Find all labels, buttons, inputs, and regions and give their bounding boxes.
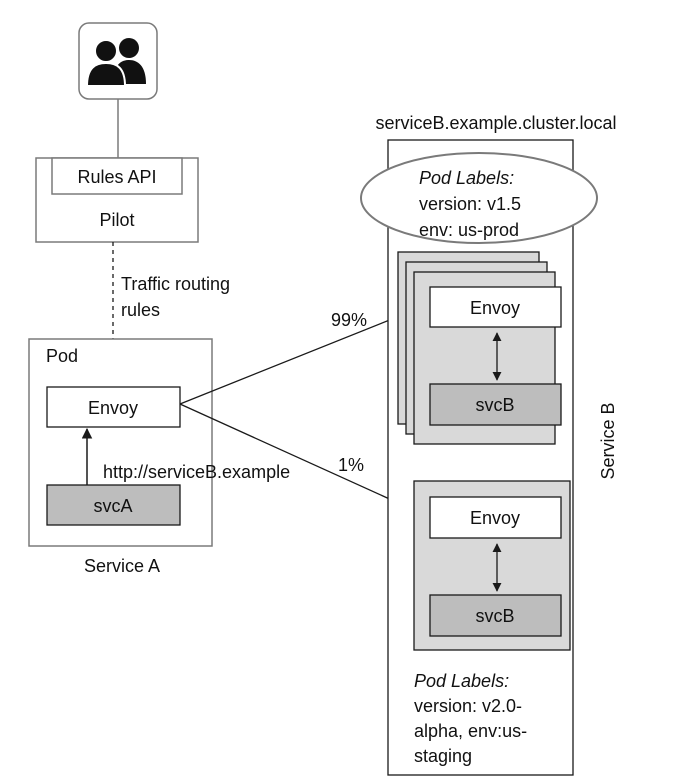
service-a-envoy-box	[46, 386, 181, 428]
stable-percentage: 99%	[331, 310, 367, 330]
service-b-hostname: serviceB.example.cluster.local	[375, 113, 616, 133]
stable-envoy-box	[429, 286, 562, 328]
canary-label-line3: staging	[414, 746, 472, 766]
canary-svcb-label: svcB	[475, 606, 514, 626]
stable-labels-title: Pod Labels:	[419, 168, 514, 188]
stable-svcb-label: svcB	[475, 395, 514, 415]
canary-envoy-label: Envoy	[470, 508, 520, 528]
rules-api-label: Rules API	[77, 167, 156, 187]
pilot-label: Pilot	[99, 210, 134, 230]
stable-pod-labels: Pod Labels: version: v1.5 env: us-prod	[360, 152, 598, 244]
traffic-rules-label-line2: rules	[121, 300, 160, 320]
service-a-pod: Pod Envoy http://serviceB.example svcA	[28, 338, 290, 547]
canary-envoy-box	[429, 496, 562, 539]
svca-box	[46, 484, 181, 526]
canary-pod-labels: Pod Labels: version: v2.0- alpha, env:us…	[414, 671, 527, 766]
canary-percentage: 1%	[338, 455, 364, 475]
canary-pod: Envoy svcB	[413, 480, 571, 651]
service-a-envoy-label: Envoy	[88, 398, 138, 418]
stable-label-env: env: us-prod	[419, 220, 519, 240]
svca-label: svcA	[93, 496, 132, 516]
service-b-container	[387, 139, 574, 776]
rules-api-box	[51, 157, 183, 195]
service-a-caption: Service A	[84, 556, 160, 576]
stable-label-version: version: v1.5	[419, 194, 521, 214]
pilot-box: Rules API Pilot	[35, 157, 199, 243]
stable-pod-stack: Envoy svcB	[397, 251, 562, 445]
canary-svcb-box	[429, 594, 562, 637]
canary-label-line2: alpha, env:us-	[414, 721, 527, 741]
stable-envoy-label: Envoy	[470, 298, 520, 318]
route-arrow-canary	[179, 403, 428, 517]
pod-label: Pod	[46, 346, 78, 366]
canary-label-line1: version: v2.0-	[414, 696, 522, 716]
route-arrow-stable	[179, 303, 428, 405]
service-b-caption: Service B	[598, 402, 618, 479]
canary-labels-title: Pod Labels:	[414, 671, 509, 691]
users-icon	[78, 22, 158, 100]
stable-svcb-box	[429, 383, 562, 426]
traffic-rules-label-line1: Traffic routing	[121, 274, 230, 294]
service-b-url-label: http://serviceB.example	[103, 462, 290, 482]
